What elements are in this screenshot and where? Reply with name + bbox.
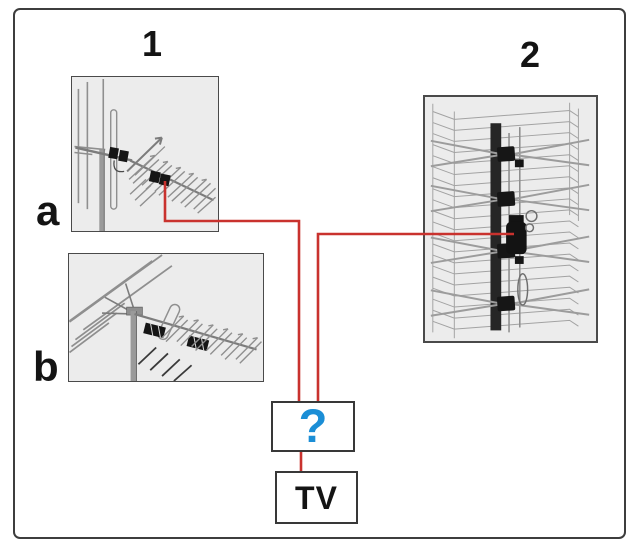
folded-dipole-loop <box>110 109 118 210</box>
vhf-rods <box>74 78 106 210</box>
droop-cable <box>113 160 125 173</box>
antenna-b-panel <box>68 253 264 382</box>
label-option-2: 2 <box>519 34 541 75</box>
balun-blocks <box>108 146 129 163</box>
label-option-1: 1 <box>141 23 163 64</box>
long-vhf-rods <box>69 254 173 354</box>
antenna-b-illustration <box>69 254 262 381</box>
lower-dark-elements <box>137 346 193 381</box>
tv-label: TV <box>295 479 338 516</box>
yagi-elements <box>128 154 217 214</box>
mast <box>99 149 105 231</box>
antenna-2-panel <box>423 95 598 343</box>
antenna-a-illustration <box>74 78 217 231</box>
mast <box>130 311 137 381</box>
phasing-loops <box>517 209 538 306</box>
label-sub-a: a <box>36 187 60 234</box>
boom-bar <box>490 123 502 331</box>
label-sub-b: b <box>33 343 59 390</box>
balun <box>506 215 527 255</box>
antenna-2-illustration <box>430 102 590 339</box>
tv-box: TV <box>275 471 358 524</box>
unknown-device-box: ? <box>271 401 355 452</box>
yagi-elements <box>161 315 262 364</box>
question-mark-label: ? <box>298 398 328 452</box>
antenna-a-panel <box>71 76 219 232</box>
